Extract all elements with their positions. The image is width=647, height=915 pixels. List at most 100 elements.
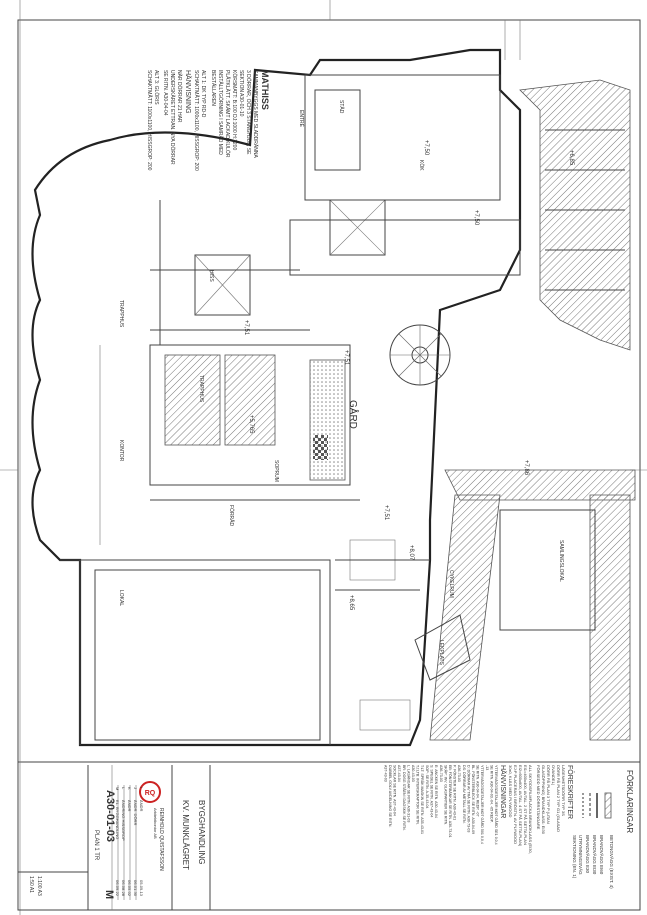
- reference-line: A37-43-04: [397, 765, 401, 782]
- mathiss-title: MATHISS: [260, 70, 270, 110]
- reference-line: YTTERVÄGGSDETALJER MOT GÅRD 501 0,0,4: [480, 765, 485, 844]
- svg-text:ÄNDRING HISSGROP: ÄNDRING HISSGROP: [121, 800, 126, 841]
- company-sub: Arkitektkontor AB: [153, 808, 158, 839]
- level-marker: +8,65: [348, 595, 354, 611]
- note-line: ALT 1: DK TYP RD-D: [200, 70, 206, 118]
- building-outline: [31, 48, 522, 747]
- reference-line: DUBBEL GOLV AVDELNING SE RITN.: [388, 765, 392, 827]
- svg-text:06-08-28: 06-08-28: [121, 880, 126, 897]
- room-label: FÖRRÅD: [228, 505, 235, 527]
- legend-title: FÖRKLARINGAR: [625, 770, 634, 833]
- reference-line: S: SPEGEL SE RITN. A37-43-04: [429, 765, 433, 817]
- project-name: KV. MUNKLÄGRET: [181, 800, 190, 870]
- room-label: KONTOR: [118, 440, 124, 462]
- reference-line: L: LASÄNGAR SE RITN. A36-31-03: [406, 765, 410, 822]
- reference-line: SE RITN. A30-04-04, REDP. -07: [476, 765, 480, 816]
- room-label: TRAPPHUS: [118, 300, 124, 328]
- svg-text:LÄGENHETSDÖRR TYP 3S: LÄGENHETSDÖRR TYP 3S: [561, 765, 566, 816]
- play-area: [499, 509, 596, 631]
- title-block: A30-01-03 M PLAN 1 TR 1:50 A1 1:100 A3 B…: [17, 765, 211, 911]
- revision-letter: M: [103, 890, 115, 899]
- stair-core: [164, 354, 221, 446]
- reference-line: A30-43-03: [411, 765, 415, 782]
- svg-text:M: M: [115, 787, 120, 790]
- svg-text:OVANDEL): OVANDEL): [551, 765, 556, 786]
- regulations-title: FÖRESKRIFTER: [566, 765, 574, 819]
- svg-text:ÄNDR: ÄNDR: [139, 800, 144, 811]
- level-marker: +5,765: [248, 415, 254, 434]
- svg-text:ÄNDR. DÖRR: ÄNDR. DÖRR: [133, 800, 138, 825]
- svg-text:EJ:P PLACERAS I BRÖSTN. AV PLY: EJ:P PLACERAS I BRÖSTN. AV PLYWOOD: [513, 765, 518, 844]
- note-line: KÖRSMATT: B:100 DJ:1000 H:1200: [231, 70, 238, 150]
- svg-text:FÖRSEDD MED DÖRRSTÄNGARE: FÖRSEDD MED DÖRRSTÄNGARE: [536, 765, 541, 830]
- reference-line: F: FÖNSTER SE RITN. A30-43-01: [453, 765, 457, 820]
- level-marker: +7,51: [243, 320, 249, 336]
- references-title: HÄNVISNINGAR: [499, 765, 507, 818]
- scale: 1:50 A1: [28, 876, 34, 893]
- room-label: KÖK: [418, 160, 425, 171]
- svg-text:EI2=600x600, AVTAL. 4 ST PÅ SE: EI2=600x600, AVTAL. 4 ST PÅ SETTA PLAN): [518, 765, 523, 847]
- terrace-areas: [335, 20, 636, 741]
- svg-text:I: I: [139, 787, 144, 788]
- reference-line: A36-73-03: [457, 765, 461, 782]
- room-label: LEKPLATS: [438, 640, 444, 666]
- svg-text:ALL SKYDDSFILMFLÄCKA BRANDKLAS: ALL SKYDDSFILMFLÄCKA BRANDKLASS (EI30,: [528, 765, 533, 854]
- stage-label: BYGGHANDLING: [197, 800, 206, 864]
- legend-item: BETONGVÄGG (EXIST. 4): [609, 835, 615, 889]
- level-marker: +6,85: [568, 150, 574, 166]
- reference-line: E: ANCKEN SE RITN. A30-43-04: [434, 765, 438, 818]
- reference-line: BR: DOSG STÅEN I DAGSKIK SE RITN.: [402, 765, 407, 831]
- level-marker: +8,07: [408, 545, 414, 561]
- note-line: SCHAKTMÅTT: 1000x1100, HISSGROP: 200: [193, 70, 200, 171]
- legend-item: UTRYMNINGSVÄG: [578, 835, 584, 875]
- room-label: STÄD: [338, 100, 345, 114]
- svg-text:K: K: [127, 787, 132, 790]
- svg-text:GLASÖPPNING) BRANDKLASS: EI30: GLASÖPPNING) BRANDKLASS: EI30: [541, 765, 546, 835]
- logo-text: RQ: [145, 790, 156, 797]
- revision-row: M EL. BYGGHANDLING 06-09-22: [115, 785, 120, 900]
- svg-text:05-09-13: 05-09-13: [139, 880, 144, 897]
- reference-line: DS: DÖRRAR AV METALL SE RITN.: [462, 765, 466, 824]
- reference-line: A36-73-03: [439, 765, 443, 782]
- level-marker: +7,51: [343, 350, 349, 366]
- svg-text:30x0, KLÄS MED PLYWOOD: 30x0, KLÄS MED PLYWOOD: [508, 765, 513, 817]
- note-line: UNDERSKÄRET ETTRAN. NYA DÖRRAR: [169, 70, 176, 165]
- revision-row: I ÄNDR 05-09-13: [139, 787, 144, 897]
- svg-text:06-01-30: 06-01-30: [133, 880, 138, 897]
- level-marker: +7,51: [383, 505, 389, 521]
- reference-line: SKÅP: INV. GLASPARTIER SE RITN.: [443, 765, 448, 825]
- reference-line: A37-43-03: [383, 765, 387, 782]
- svg-text:EL. BYGGHANDLING: EL. BYGGHANDLING: [115, 800, 120, 839]
- reference-line: BL. FÖNSTERBLECK SE RITN. A30-04-09: [471, 765, 475, 834]
- sheet-frame: [17, 19, 641, 911]
- company-logo: RQ: [139, 781, 161, 803]
- note-line: PLÅTKLÄTT. SKÄMT LACKAD KULÖR: [224, 70, 231, 158]
- svg-text:06-09-22: 06-09-22: [115, 880, 120, 897]
- room-label: SAMLINGSLOKAL: [558, 540, 564, 582]
- room-label: ENTRÉ: [298, 110, 305, 128]
- room-label: LOKAL: [118, 590, 124, 606]
- note-line: SCHAKTMÅTT: 1100x1100, HISSGROP: 200: [146, 70, 153, 171]
- level-marker: +7,50: [423, 140, 429, 156]
- reference-line: -13: [485, 765, 489, 770]
- reference-line: SE RITN. A30-04-03,-04, -05 REDP.: [489, 765, 493, 823]
- reference-line: SOP: SE RITN. A-35-43-04: [425, 765, 429, 809]
- level-marker: +7,50: [473, 210, 479, 226]
- legend-item: BRANDVÄGG E30: [585, 835, 591, 874]
- drawing-title: PLAN 1 TR: [93, 830, 99, 861]
- reference-line: SOCKLAR SE RITN. A37-43-04: [393, 765, 397, 816]
- legend: FÖRKLARINGAR BETONGVÄGG (EXIST. 4) BRAND…: [383, 765, 634, 889]
- note-line: 3 DÖRRAR, OCH 3 STÄNGHJUL, SE: [245, 70, 252, 155]
- note-line: INSTÄLLTGÖRNING I SAMRÅD MED: [217, 70, 224, 155]
- reference-line: EB: FÖNSTERBÄNKAR SE RITN. A30-73-01: [448, 765, 452, 838]
- note-line: ALT 3: GLÖRIS: [153, 70, 160, 105]
- reference-line: D: DÖRRAR AV TRÄ SE RITN. A36-73-03: [466, 765, 470, 832]
- courtyard-label: GÅRD: [347, 400, 360, 429]
- room-label: CYKELRUM: [448, 570, 454, 598]
- room-label: SOPRUM: [273, 460, 279, 482]
- room-label: TRAPPHUS: [198, 375, 204, 403]
- elevator-box: [194, 254, 251, 316]
